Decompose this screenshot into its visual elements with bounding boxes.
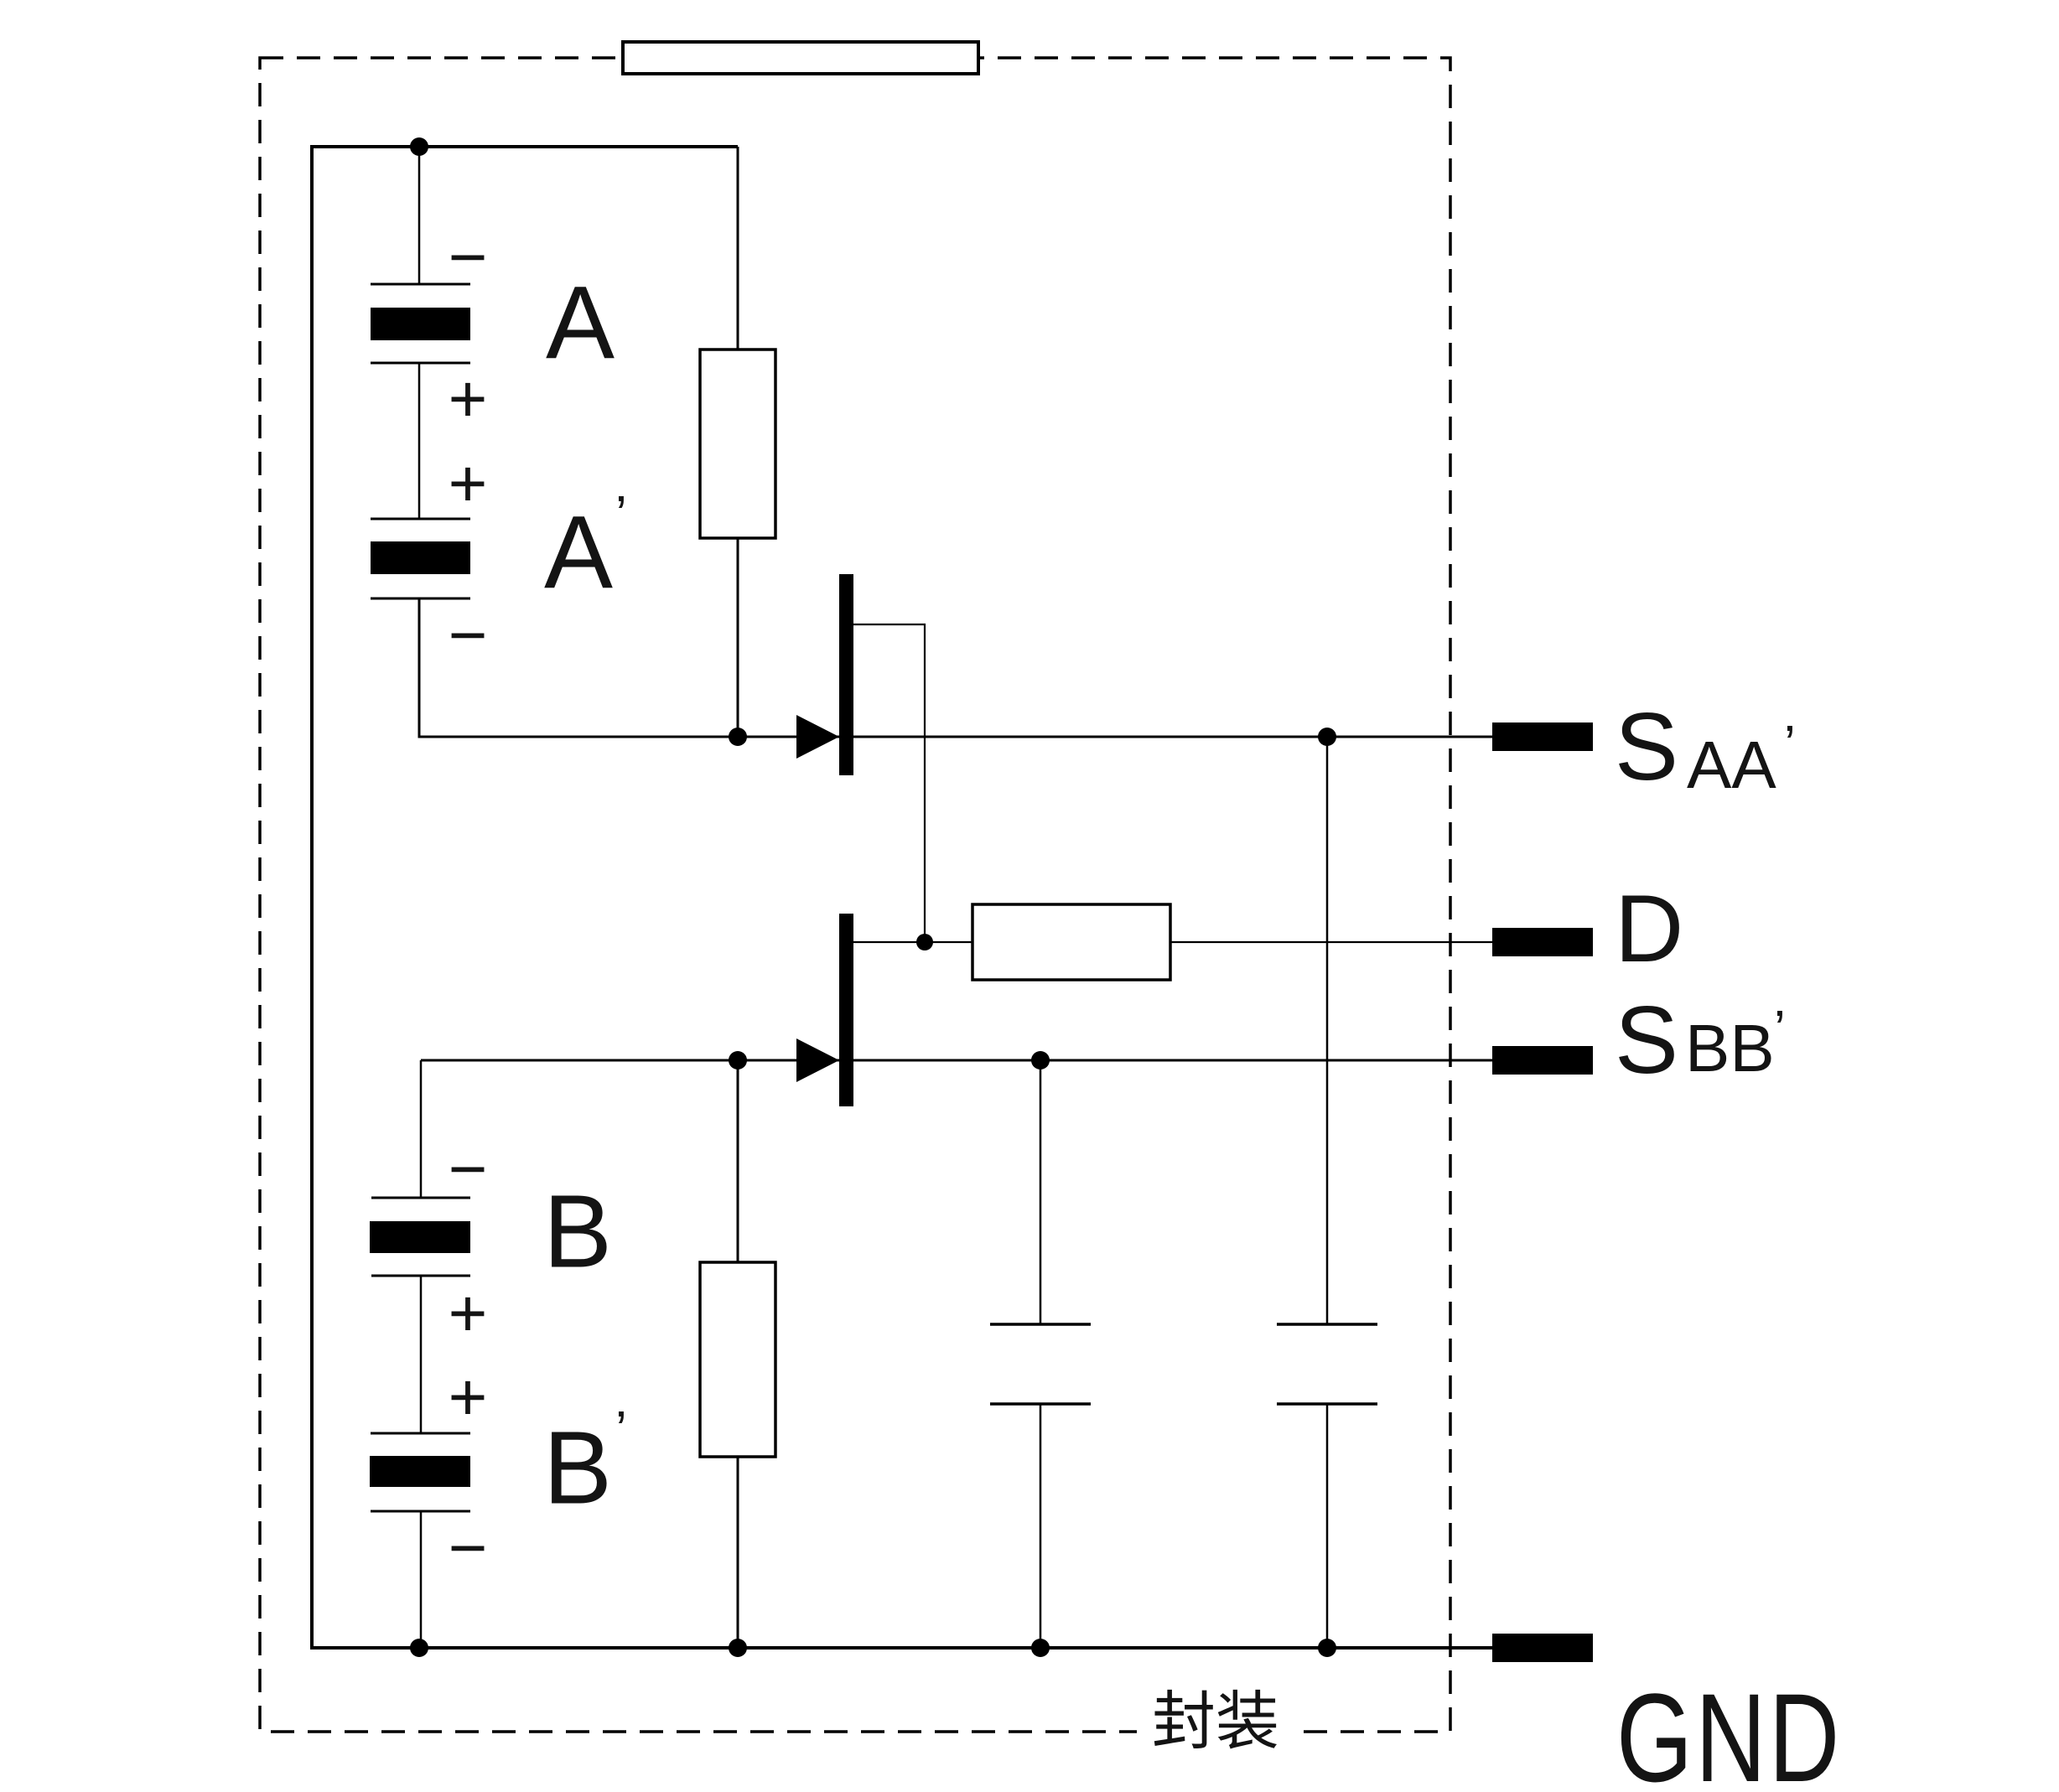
cell-label-B-prime-mark: ’ [615,1401,627,1459]
cellA-body-bar [371,308,470,340]
terminal-label-sbb-prime: ’ [1774,1001,1786,1059]
cell-label-A-prime-mark: ’ [615,486,627,544]
junction-dot-saa-cap2 [1318,728,1336,746]
minus-sign-cellB-top: − [448,1132,488,1206]
junction-dot-gate-node [916,934,933,950]
junction-dot-gnd-battB [410,1639,428,1657]
plus-sign-cellB-bottom: + [448,1276,488,1350]
resistor-B [698,1261,777,1458]
terminal-label-sbb-base: S [1615,987,1679,1094]
cell-label-B-prime-base: B [542,1411,613,1526]
plus-sign-cellA2-top: + [448,446,488,521]
cell-label-A-prime-base: A [543,495,614,611]
terminal-label-sbb-subscript: BB [1685,1011,1775,1085]
junction-dot-sbb-cap1 [1031,1051,1050,1070]
minus-sign-cellB2-bottom: − [448,1510,488,1585]
junction-dot-gnd-cap2 [1318,1639,1336,1657]
terminal-label-saa-prime: ’ [1784,716,1796,774]
junction-dot-gnd-cap1 [1031,1639,1050,1657]
transistor1-arrow [796,715,839,759]
terminal-pad-sbb [1492,1046,1593,1075]
terminal-label-saa-subscript: AA [1687,728,1776,802]
cell-label-A: A [545,266,615,381]
terminal-pad-saa [1492,722,1593,751]
wire-battA-to-transistor1 [418,598,839,738]
terminal-label-gnd: GND [1616,1667,1843,1792]
junction-dot-sbb-resB [729,1051,747,1070]
cell-label-B: B [542,1174,613,1290]
transistor1-bar [839,574,853,775]
wire-transistor1-gate [853,623,926,942]
terminal-label-saa-base: S [1615,694,1679,800]
transistor2-arrow [796,1038,839,1082]
resistor-A [698,348,777,540]
cellA2-body-bar [371,541,470,574]
terminal-label-d: D [1615,876,1684,982]
junction-dot-gnd-resB [729,1639,747,1657]
resistor-D [971,903,1172,981]
junction-dot-t1-source [729,728,747,746]
minus-sign-cellA-top: − [448,220,488,294]
top-label-box [621,40,980,75]
cellB-body-bar [370,1221,470,1253]
cellB2-body-bar [370,1456,470,1487]
plus-sign-cellB2-top: + [448,1360,488,1434]
junction-dot-top-node [410,137,428,156]
transistor2-bar [839,914,853,1106]
minus-sign-cellA2-bottom: − [448,598,488,672]
package-label: 封装 [1137,1686,1294,1757]
left-and-bottom-bus-wire [310,145,1492,1650]
plus-sign-cellA-bottom: + [448,361,488,436]
terminal-pad-d [1492,928,1593,956]
terminal-pad-gnd [1492,1634,1593,1662]
